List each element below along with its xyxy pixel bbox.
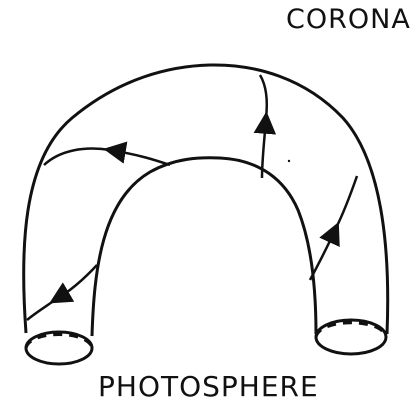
corona-label: CORONA [286,4,411,35]
field-line-right-flank [310,228,336,280]
tube-inner-edge [92,158,316,336]
photosphere-label: PHOTOSPHERE [98,370,319,403]
field-line-top-left-tail [44,149,110,165]
field-line-left-flank-tail [27,300,55,320]
tube-outer-edge [24,65,388,334]
field-line-right-flank-tail [336,176,357,228]
right-footpoint-front [316,320,386,354]
field-line-top-left [110,150,170,165]
field-line-left-flank [55,265,97,300]
field-line-top-right-tail [260,75,267,118]
left-footpoint-front [26,332,92,364]
scan-speck [288,160,290,162]
